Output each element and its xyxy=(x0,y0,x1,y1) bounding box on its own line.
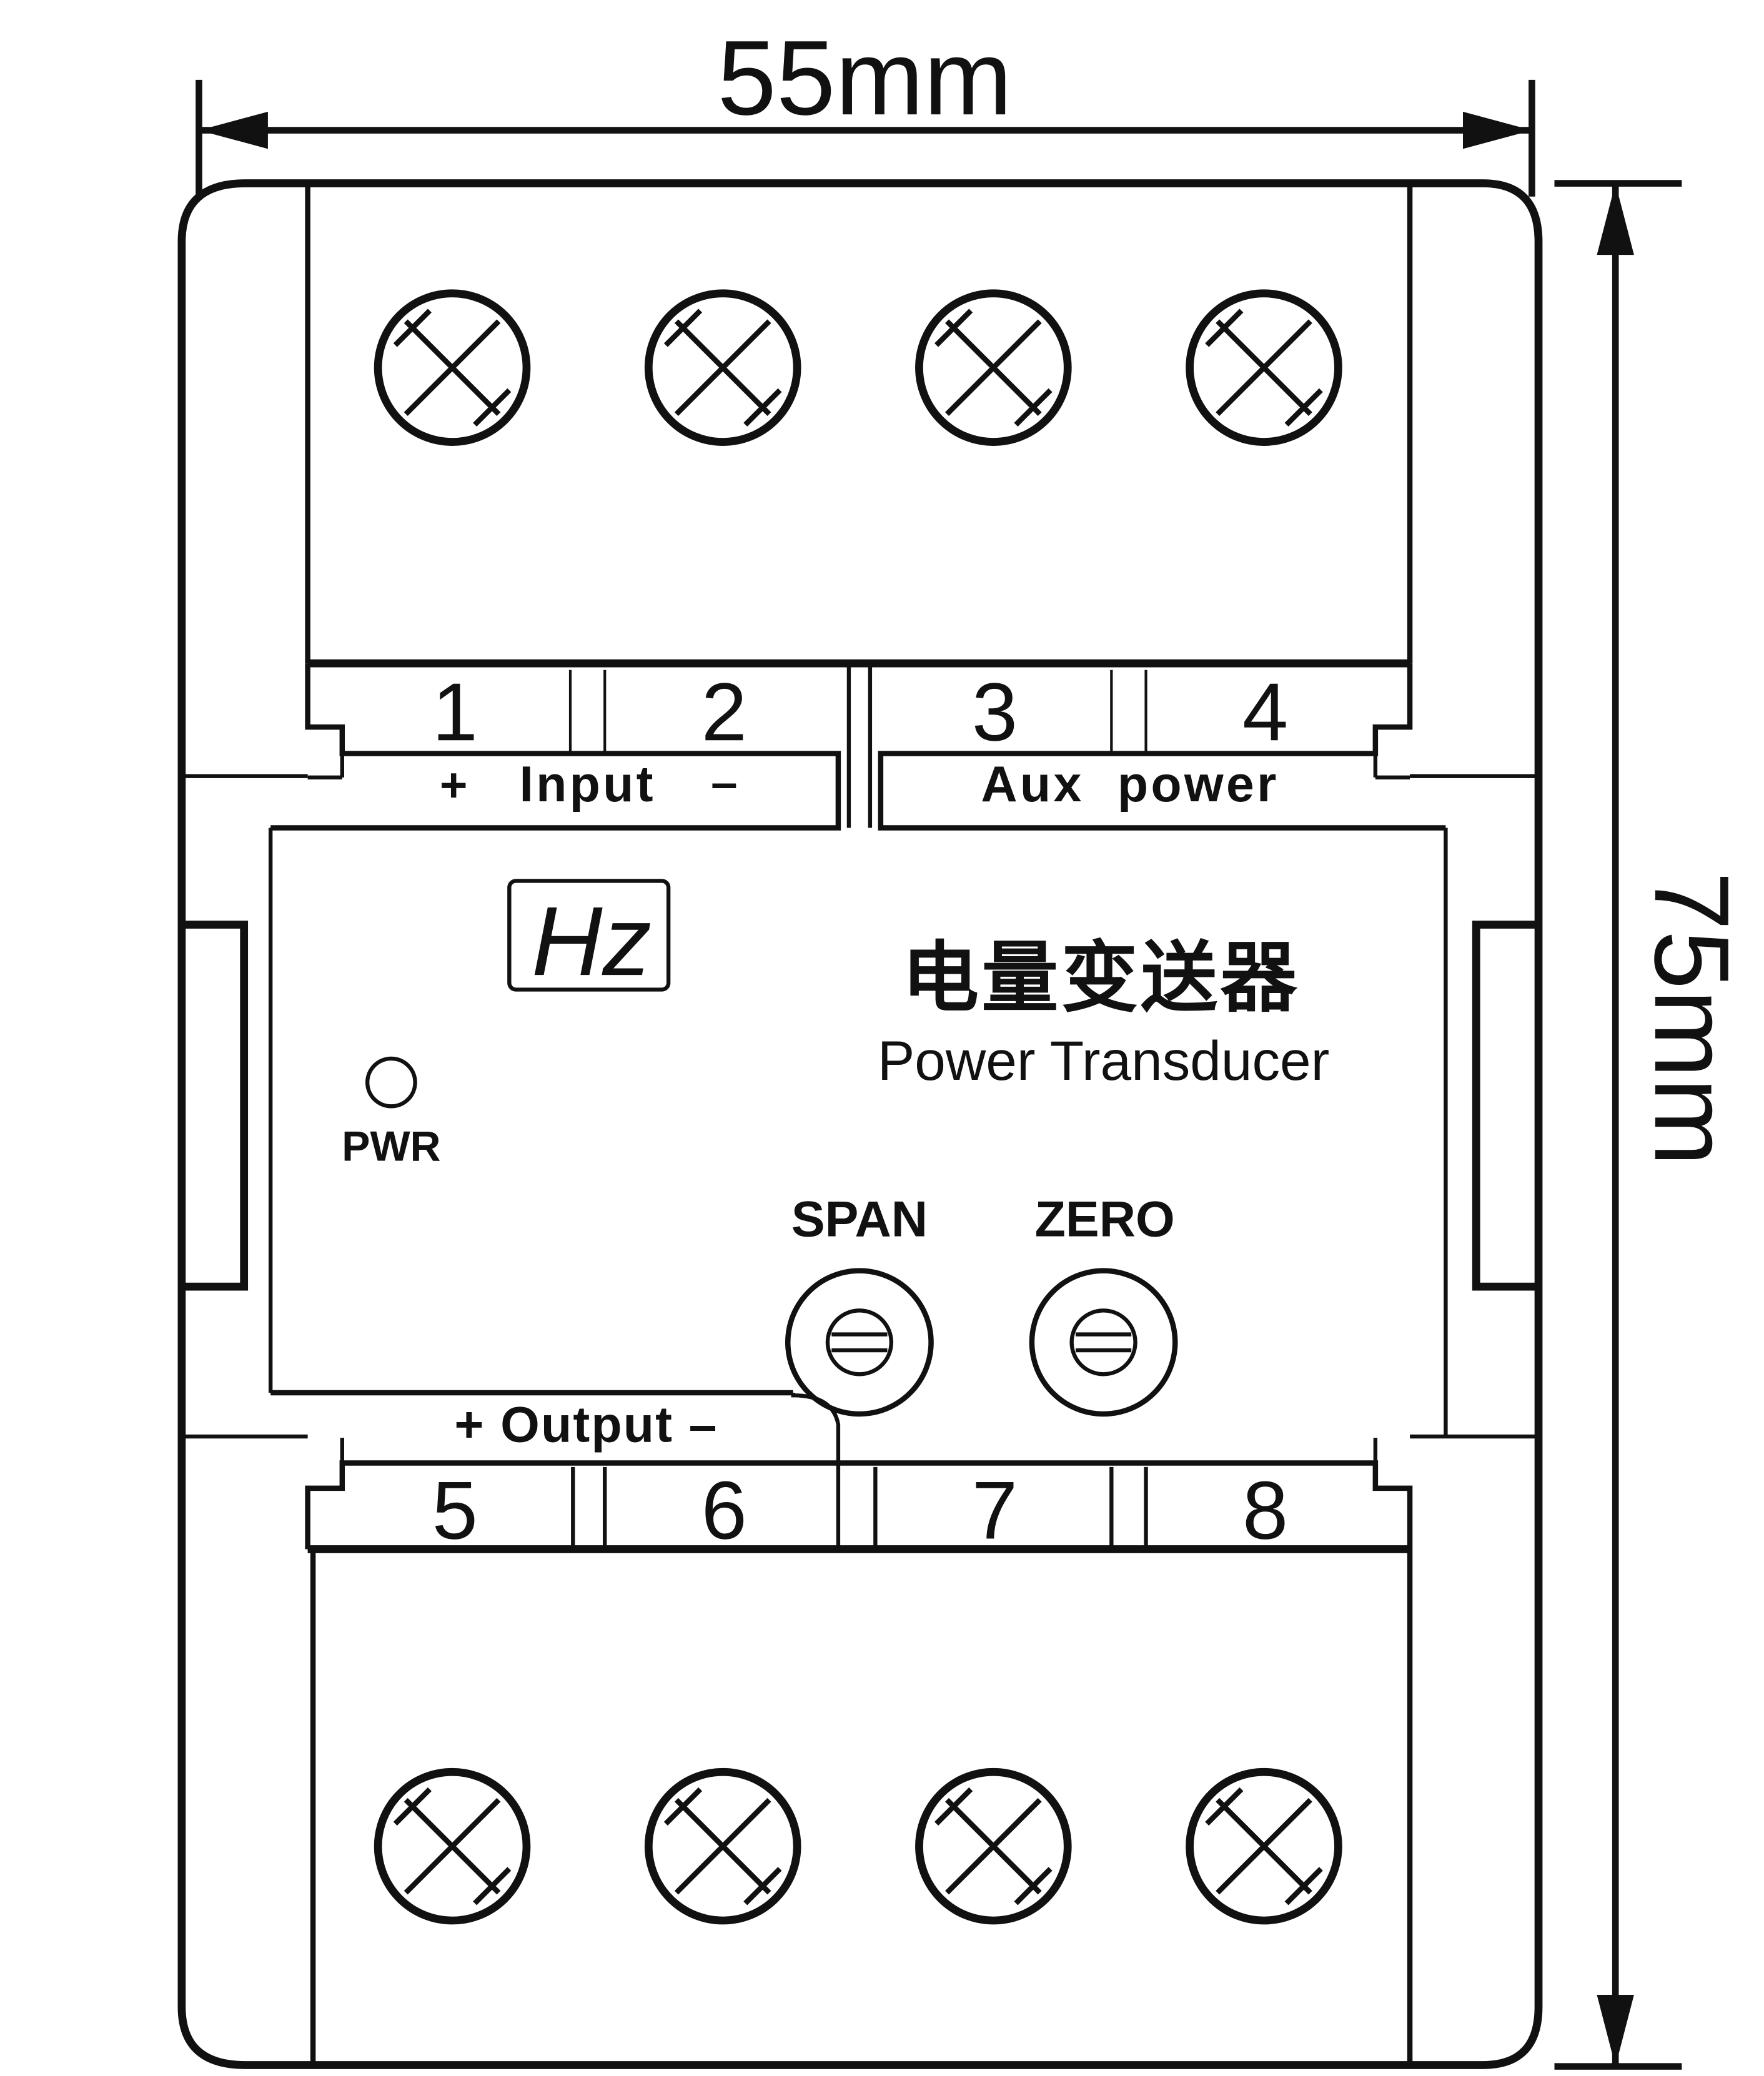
bottom-screw-8[interactable] xyxy=(1186,1767,1342,1925)
left-rail-notch xyxy=(181,921,249,1291)
bottom-screw-7[interactable] xyxy=(915,1767,1072,1925)
input-plus-label: + xyxy=(440,759,468,812)
width-dimension-label: 55mm xyxy=(717,18,1012,137)
title-chinese: 电量变送器 xyxy=(902,936,1300,1021)
terminal-number-1: 1 xyxy=(432,666,478,758)
width-dimension: 55mm xyxy=(196,18,1535,197)
bottom-screw-5[interactable] xyxy=(374,1767,531,1925)
height-dimension-label: 75mm xyxy=(1633,871,1752,1166)
zero-potentiometer[interactable] xyxy=(1029,1268,1178,1417)
top-terminal-block xyxy=(270,185,1446,831)
terminal-number-4: 4 xyxy=(1242,666,1288,758)
input-minus-label: – xyxy=(711,756,738,809)
housing-outline xyxy=(177,179,1543,2069)
top-screw-4[interactable] xyxy=(1186,289,1342,446)
title-english: Power Transducer xyxy=(878,1029,1329,1092)
top-screw-3[interactable] xyxy=(915,289,1072,446)
span-label: SPAN xyxy=(791,1191,928,1247)
top-screw-1[interactable] xyxy=(374,289,531,446)
terminal-number-6: 6 xyxy=(701,1465,747,1556)
terminal-number-3: 3 xyxy=(972,666,1018,758)
input-label: Input xyxy=(519,756,655,813)
bottom-screw-6[interactable] xyxy=(644,1767,801,1925)
bottom-terminal-block xyxy=(305,1438,1413,2065)
output-label: + Output – xyxy=(454,1397,718,1453)
pwr-led-indicator xyxy=(365,1056,417,1109)
terminal-number-8: 8 xyxy=(1242,1465,1288,1556)
terminal-number-7: 7 xyxy=(972,1465,1018,1556)
zero-label: ZERO xyxy=(1035,1191,1175,1247)
top-screw-2[interactable] xyxy=(644,289,801,446)
terminal-number-2: 2 xyxy=(701,666,747,758)
terminal-number-5: 5 xyxy=(432,1465,478,1556)
unit-badge-text: Hz xyxy=(532,887,652,996)
aux-power-label: Aux power xyxy=(981,756,1279,813)
unit-badge: Hz xyxy=(507,879,671,996)
height-dimension: 75mm xyxy=(1554,180,1752,2070)
front-panel xyxy=(268,828,1448,1437)
pwr-label: PWR xyxy=(342,1122,441,1170)
right-rail-notch xyxy=(1472,921,1539,1291)
span-potentiometer[interactable] xyxy=(785,1268,934,1417)
